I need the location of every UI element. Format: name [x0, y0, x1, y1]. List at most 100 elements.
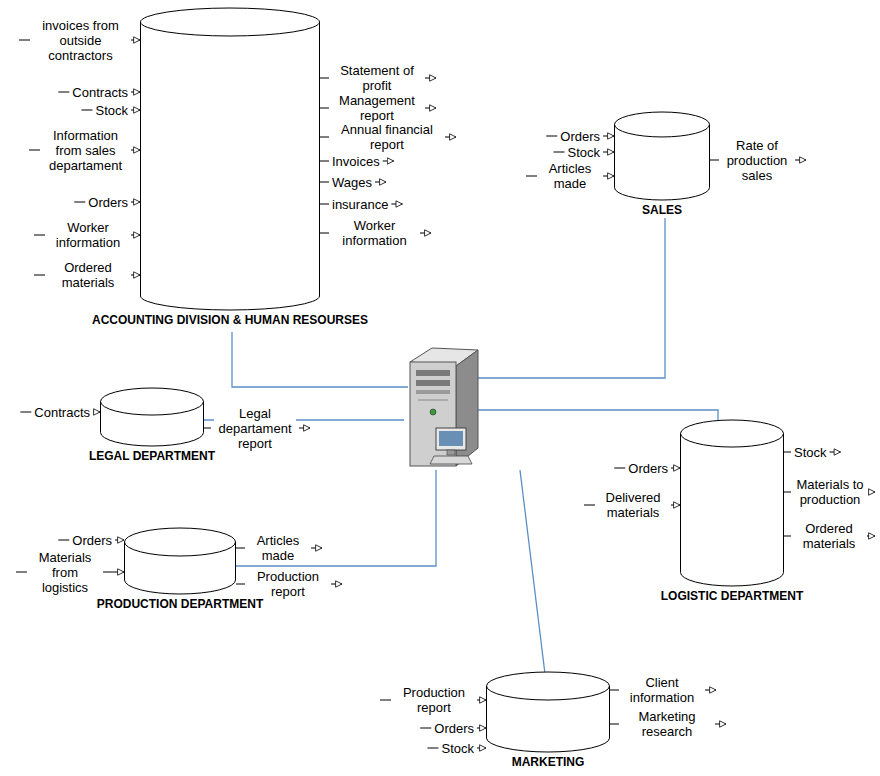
network-link — [236, 470, 436, 566]
cylinder-shape — [681, 420, 784, 586]
flow-arrow — [705, 690, 716, 691]
flow-arrow — [869, 492, 875, 493]
flow-arrow — [131, 110, 140, 111]
flow-arrow — [477, 700, 486, 701]
flow-arrow — [830, 452, 841, 453]
database-cylinder: SALES — [614, 112, 710, 218]
flow-tick — [16, 572, 27, 573]
cylinder-outline — [614, 112, 710, 200]
flow-tick — [610, 690, 619, 691]
flow-tick — [610, 724, 619, 725]
flow-label: Marketing research — [622, 709, 712, 739]
database-cylinder: LOGISTIC DEPARTMENT — [659, 420, 806, 604]
flow-label: Worker information — [48, 220, 128, 250]
flow-arrow — [425, 108, 436, 109]
flow-arrow — [867, 536, 875, 537]
flow-arrow — [671, 468, 680, 469]
flow-arrow — [311, 548, 322, 549]
flow-label: Stock — [794, 445, 827, 460]
cylinder-outline — [140, 8, 320, 310]
flow-tick — [320, 161, 329, 162]
flow-tick — [553, 152, 564, 153]
flow-label: Orders — [88, 195, 128, 210]
flow-label: Delivered materials — [598, 490, 668, 520]
database-cylinder: ACCOUNTING DIVISION & HUMAN RESOURSES — [90, 8, 371, 328]
flow-tick — [614, 468, 625, 469]
flow-tick — [380, 700, 391, 701]
cylinder-shape — [615, 112, 710, 200]
flow-label: Stock — [95, 103, 128, 118]
cylinder-outline — [100, 388, 204, 446]
flow-tick — [29, 150, 40, 151]
flow-tick — [710, 160, 719, 161]
flow-label: Annual financial report — [332, 122, 442, 152]
flow-tick — [584, 505, 595, 506]
department-name: LEGAL DEPARTMENT — [89, 449, 215, 463]
database-cylinder: PRODUCTION DEPARTMENT — [95, 528, 266, 612]
flow-tick — [19, 40, 30, 41]
flow-arrow — [131, 202, 140, 203]
flow-arrow — [375, 182, 386, 183]
flow-arrow — [115, 540, 124, 541]
flow-label: Orders — [434, 721, 474, 736]
network-link — [232, 332, 408, 387]
flow-arrow — [131, 40, 140, 41]
cylinder-shape — [125, 528, 236, 594]
flow-tick — [320, 182, 329, 183]
flow-label: Articles made — [248, 533, 308, 563]
department-name: MARKETING — [512, 755, 585, 769]
flow-label: Wages — [332, 175, 372, 190]
flow-label: Production report — [248, 569, 328, 599]
flow-label: invoices from outside contractors — [33, 18, 128, 63]
flow-arrow — [299, 428, 310, 429]
flow-tick — [81, 110, 92, 111]
flow-label: Information from sales departament — [43, 128, 128, 173]
flow-tick — [320, 233, 329, 234]
flow-label: Articles made — [540, 161, 600, 191]
flow-label: Invoices — [332, 154, 380, 169]
flow-tick — [58, 92, 69, 93]
flow-label: Materials to production — [794, 477, 866, 507]
cylinder-outline — [680, 420, 784, 586]
flow-arrow — [131, 235, 140, 236]
flow-label: Ordered materials — [794, 521, 864, 551]
network-link — [520, 470, 545, 674]
flow-arrow — [103, 572, 124, 573]
flow-arrow — [603, 136, 614, 137]
flow-arrow — [331, 584, 342, 585]
flow-arrow — [477, 728, 486, 729]
flow-arrow — [93, 412, 100, 413]
cylinder-outline — [486, 672, 610, 752]
flow-label: Orders — [560, 129, 600, 144]
flow-tick — [204, 428, 211, 429]
flow-label: Statement of profit — [332, 63, 422, 93]
department-name: LOGISTIC DEPARTMENT — [661, 589, 803, 603]
flow-label: Ordered materials — [48, 260, 128, 290]
flow-label: Rate of production sales — [722, 138, 792, 183]
flow-label: Stock — [441, 741, 474, 756]
flow-label: Production report — [394, 685, 474, 715]
network-link — [476, 410, 718, 428]
flow-tick — [420, 728, 431, 729]
department-name: ACCOUNTING DIVISION & HUMAN RESOURSES — [92, 313, 368, 327]
network-link — [476, 218, 665, 378]
flow-tick — [526, 176, 537, 177]
cylinder-outline — [124, 528, 236, 594]
flow-tick — [20, 412, 31, 413]
department-name: SALES — [642, 203, 682, 217]
flow-label: Orders — [72, 533, 112, 548]
flow-label: Orders — [628, 461, 668, 476]
flow-label: Worker information — [332, 218, 417, 248]
flow-arrow — [477, 748, 486, 749]
flow-tick — [427, 748, 438, 749]
flow-label: Stock — [567, 145, 600, 160]
flow-tick — [784, 536, 791, 537]
flow-arrow — [715, 724, 726, 725]
flow-tick — [34, 235, 45, 236]
flow-tick — [320, 137, 329, 138]
flow-tick — [546, 136, 557, 137]
flow-tick — [58, 540, 69, 541]
cylinder-shape — [487, 672, 610, 752]
